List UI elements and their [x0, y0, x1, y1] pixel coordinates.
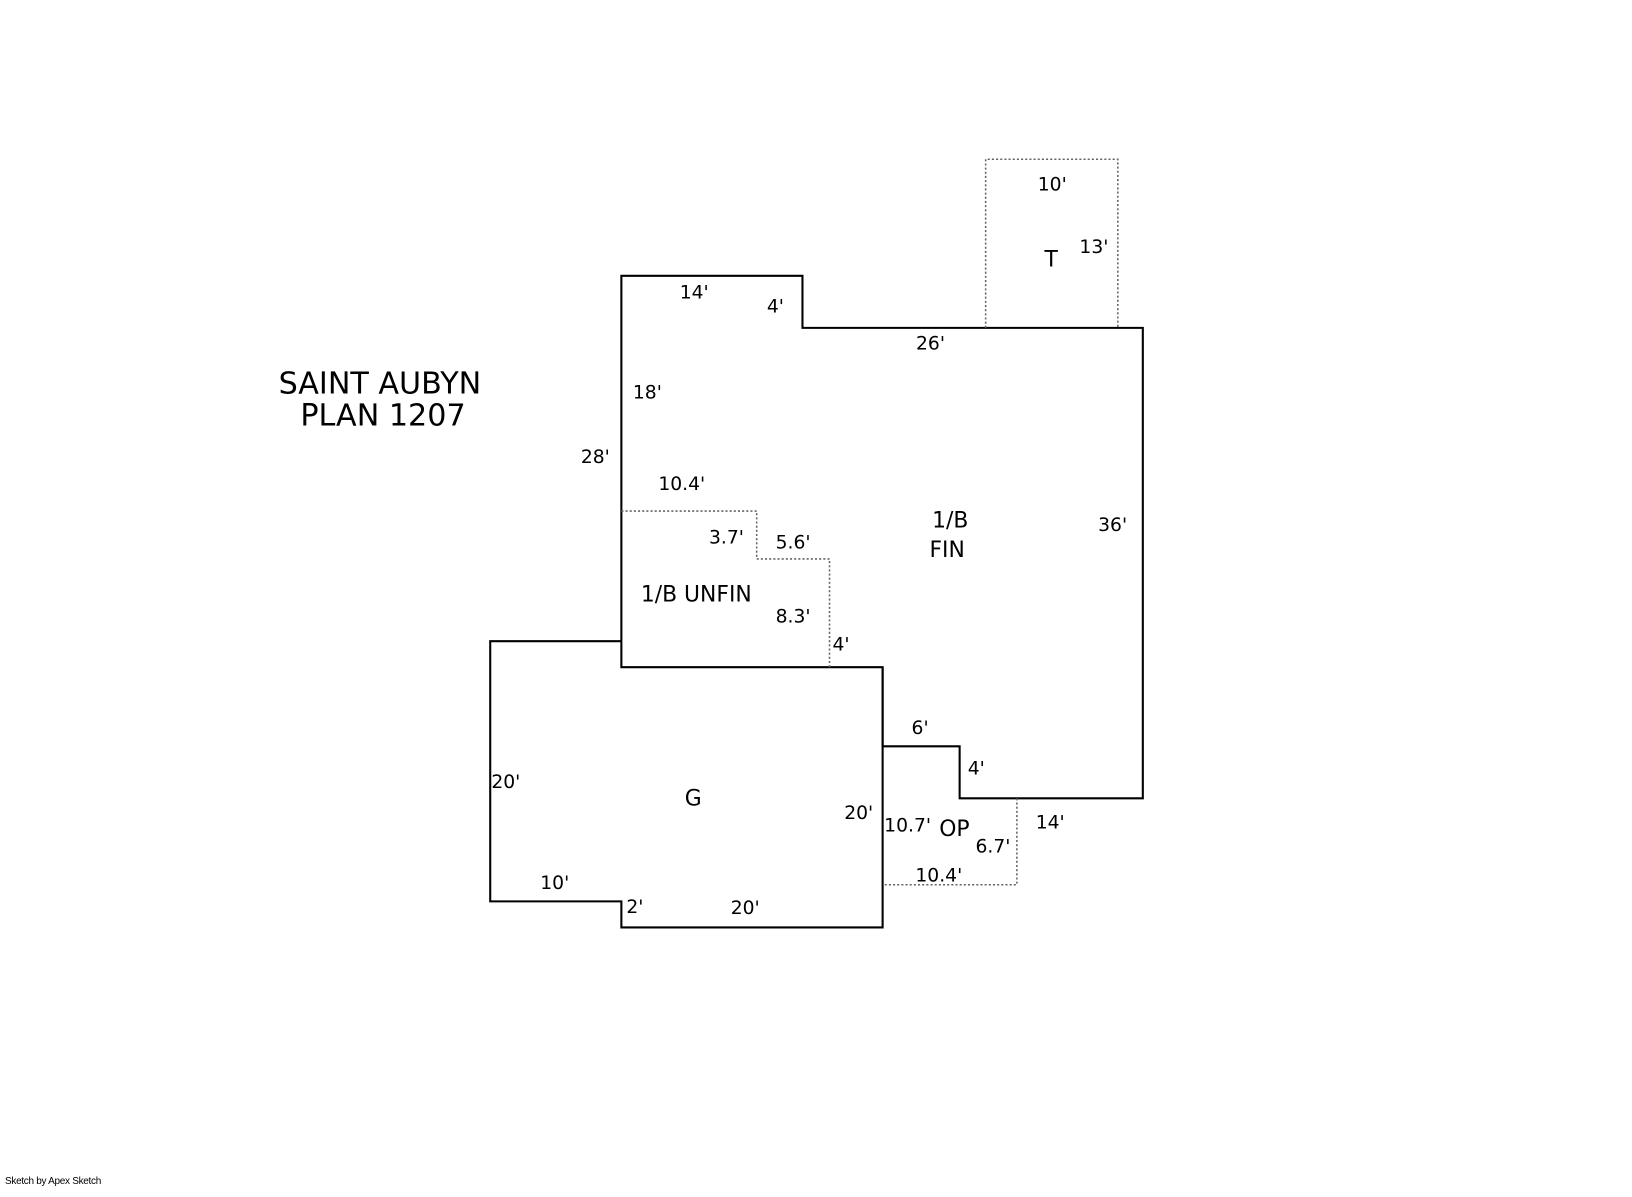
area-label-fin: 1/B: [932, 509, 968, 534]
dimension-label: 10.7': [884, 816, 931, 837]
dimension-label: 6.7': [975, 836, 1010, 857]
dimension-label: 20': [844, 803, 873, 824]
dimension-label: 14': [680, 283, 709, 304]
main-floor-outline: [620, 274, 1144, 800]
software-credit: Sketch by Apex Sketch: [5, 1176, 101, 1187]
dimension-labels: 14' 4' 26' 18' 28' 10.4' 3.7' 5.6' 8.3' …: [491, 175, 1127, 919]
dimension-label: 6': [912, 718, 929, 739]
dimension-label: 36': [1098, 515, 1127, 536]
unfinished-area-outline: [621, 510, 831, 668]
dimension-label: 2': [626, 897, 643, 918]
dimension-label: 10': [1038, 175, 1067, 196]
dimension-label: 8.3': [776, 606, 811, 627]
dimension-label: 20': [731, 898, 760, 919]
plan-title: SAINT AUBYN: [279, 366, 482, 401]
dimension-label: 4': [832, 635, 849, 656]
plan-number: PLAN 1207: [300, 399, 465, 434]
dimension-label: 10.4': [658, 474, 705, 495]
area-label-unfin: 1/B UNFIN: [641, 583, 752, 608]
dimension-label: 28': [581, 447, 610, 468]
dimension-label: 18': [633, 383, 662, 404]
dimension-label: 26': [916, 334, 945, 355]
dimension-label: 4': [968, 758, 985, 779]
dimension-label: 20': [491, 772, 520, 793]
area-label-fin: FIN: [929, 538, 964, 563]
area-label-garage: G: [685, 787, 702, 812]
dimension-label: 13': [1079, 237, 1108, 258]
dimension-label: 5.6': [776, 533, 811, 554]
terrace-outline: [984, 158, 1119, 328]
dimension-label: 14': [1036, 813, 1065, 834]
area-label-terrace: T: [1044, 247, 1059, 272]
area-label-porch: OP: [939, 817, 969, 842]
dimension-label: 10': [540, 873, 569, 894]
dimension-label: 10.4': [915, 866, 962, 887]
garage-outline: [489, 640, 884, 929]
dimension-label: 4': [767, 296, 784, 317]
porch-outline: [882, 798, 1018, 886]
dimension-label: 3.7': [709, 527, 744, 548]
